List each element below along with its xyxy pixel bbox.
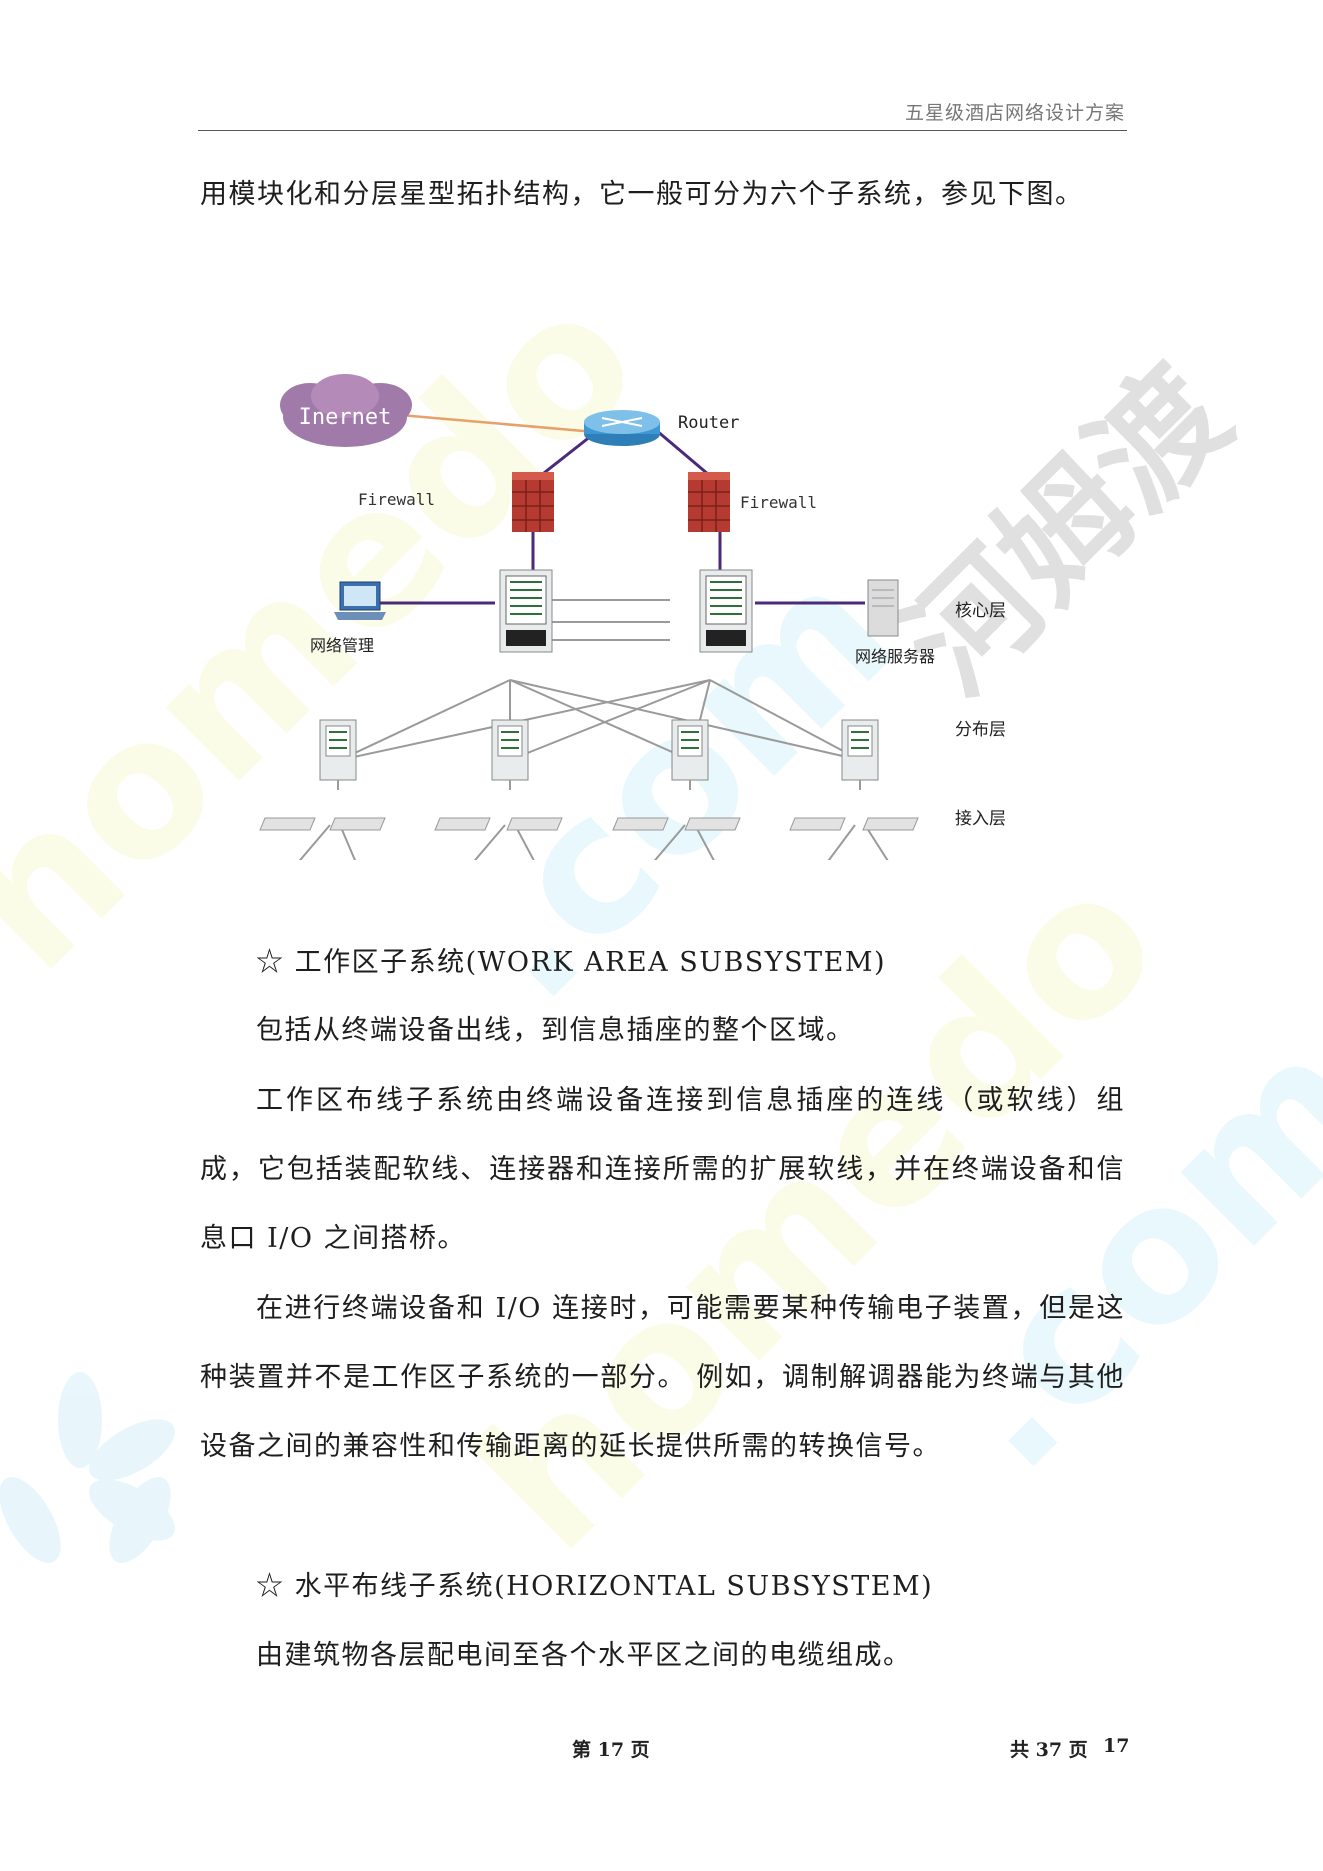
router-label: Router: [678, 413, 739, 433]
intro-paragraph: 用模块化和分层星型拓扑结构，它一般可分为六个子系统，参见下图。: [200, 179, 1084, 210]
distribution-switch-icon: [319, 719, 357, 781]
core-layer-label: 核心层: [955, 601, 1006, 621]
access-switch-icon: [862, 817, 919, 831]
internet-label: Inernet: [299, 405, 392, 430]
access-switch-icon: [434, 817, 491, 831]
access-switches: [259, 817, 919, 831]
section2-paragraph-1: 由建筑物各层配电间至各个水平区之间的电缆组成。: [256, 1640, 912, 1671]
server-label: 网络服务器: [855, 647, 935, 666]
distribution-switch-icon: [671, 719, 709, 781]
firewall-right-label: Firewall: [740, 493, 817, 512]
access-links: [298, 599, 889, 860]
distribution-to-access-links: [337, 780, 861, 790]
distribution-switch-icon: [491, 719, 529, 781]
firewall-left-icon: [512, 472, 554, 532]
section1-paragraph-1: 包括从终端设备出线，到信息插座的整个区域。: [256, 1015, 855, 1046]
access-switch-icon: [612, 817, 669, 831]
distribution-switch-icon: [841, 719, 879, 781]
core-switch-left-icon: [499, 569, 553, 653]
footer-total-label: 共 37 页: [1010, 1739, 1088, 1761]
internet-cloud-icon: [280, 374, 412, 447]
section1-paragraph-2: 工作区布线子系统由终端设备连接到信息插座的连线（或软线）组成，它包括装配软线、连…: [200, 1085, 1125, 1254]
access-switch-icon: [506, 817, 563, 831]
distribution-layer-label: 分布层: [955, 720, 1006, 740]
access-layer-label: 接入层: [955, 809, 1006, 829]
firewall-right-icon: [688, 472, 730, 532]
server-icon: [867, 579, 899, 637]
header-divider: [198, 130, 1127, 131]
mgmt-label: 网络管理: [310, 636, 374, 655]
internet-link: [399, 413, 596, 434]
network-topology-diagram: Inernet Router Firewall Firewall 网络: [259, 374, 1006, 860]
section2-heading: ☆ 水平布线子系统(HORIZONTAL SUBSYSTEM): [256, 1571, 934, 1602]
footer-page-number: 17: [1103, 1735, 1130, 1757]
document-title: 五星级酒店网络设计方案: [904, 102, 1125, 124]
section1-paragraph-3: 在进行终端设备和 I/O 连接时，可能需要某种传输电子装置，但是这种装置并不是工…: [200, 1293, 1125, 1462]
access-switch-icon: [329, 817, 386, 831]
access-switch-icon: [259, 817, 316, 831]
firewall-left-label: Firewall: [358, 490, 435, 509]
section1-heading: ☆ 工作区子系统(WORK AREA SUBSYSTEM): [256, 947, 887, 978]
core-switch-right-icon: [699, 569, 753, 653]
footer-page-label: 第 17 页: [572, 1739, 650, 1761]
laptop-icon: [334, 581, 386, 620]
access-switch-icon: [789, 817, 846, 831]
router-icon: [584, 410, 660, 446]
core-links: [380, 423, 865, 605]
access-switch-icon: [684, 817, 741, 831]
